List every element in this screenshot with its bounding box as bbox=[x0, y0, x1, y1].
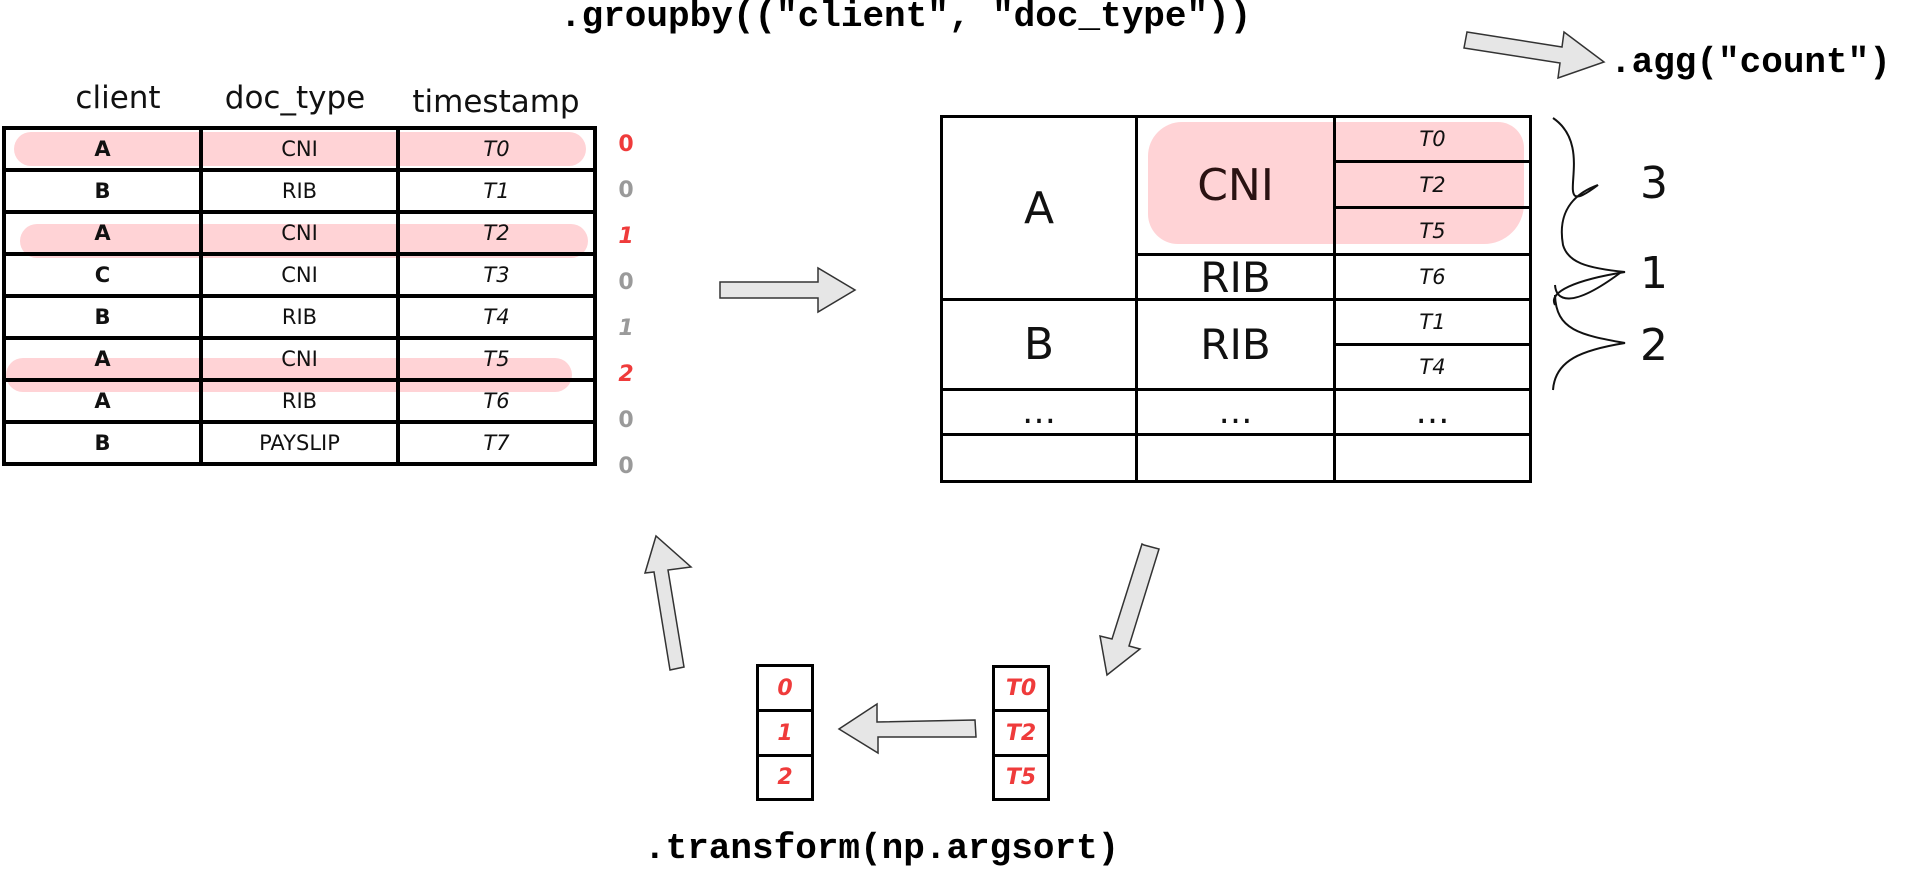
cell-timestamp: T1 bbox=[396, 168, 597, 214]
rank-value: 1 bbox=[618, 224, 634, 249]
timestamp-label: T0 bbox=[1005, 676, 1037, 701]
rank-value: 0 bbox=[618, 454, 634, 479]
group-label: A bbox=[1023, 182, 1055, 234]
cell-doc-type: CNI bbox=[199, 336, 400, 382]
agg-label: .agg("count") bbox=[1610, 42, 1891, 83]
rank-value: 1 bbox=[618, 316, 634, 341]
count-value: 1 bbox=[1640, 248, 1668, 299]
timestamp-label: T5 bbox=[1005, 765, 1037, 790]
arrow-right-icon bbox=[719, 266, 857, 314]
rank-value: 2 bbox=[618, 362, 634, 387]
timestamp-label: T0 bbox=[1419, 127, 1446, 151]
brace-count-1 bbox=[1554, 272, 1621, 300]
arrow-up-icon bbox=[643, 534, 693, 671]
ellipsis: … bbox=[1218, 392, 1253, 432]
rank-label: 0 bbox=[777, 675, 793, 701]
timestamp-label: T2 bbox=[1005, 720, 1037, 746]
cell-client: B bbox=[2, 420, 203, 466]
header-doc-type: doc_type bbox=[224, 80, 366, 116]
rank-label: 2 bbox=[777, 765, 793, 790]
count-value: 2 bbox=[1640, 320, 1668, 371]
cell-doc-type: PAYSLIP bbox=[199, 420, 400, 466]
group-label: CNI bbox=[1197, 160, 1274, 211]
group-label: RIB bbox=[1200, 320, 1271, 369]
cell-client: A bbox=[2, 378, 203, 424]
cell-timestamp: T6 bbox=[396, 378, 597, 424]
cell-doc-type: CNI bbox=[199, 210, 400, 256]
groupby-label: .groupby(("client", "doc_type")) bbox=[560, 0, 1252, 37]
empty-cell bbox=[1333, 433, 1532, 483]
timestamp-label: T5 bbox=[1419, 219, 1446, 243]
cell-client: A bbox=[2, 126, 203, 172]
header-timestamp: timestamp bbox=[412, 84, 580, 120]
timestamp-label: T1 bbox=[1419, 310, 1446, 334]
cell-client: A bbox=[2, 336, 203, 382]
cell-timestamp: T4 bbox=[396, 294, 597, 340]
rank-value: 0 bbox=[618, 132, 634, 157]
timestamp-label: T4 bbox=[1419, 355, 1446, 379]
cell-client: C bbox=[2, 252, 203, 298]
cell-doc-type: RIB bbox=[199, 378, 400, 424]
ellipsis: … bbox=[1022, 392, 1056, 432]
rank-value: 0 bbox=[618, 178, 634, 203]
arrow-right-icon bbox=[1463, 30, 1606, 80]
transform-label: .transform(np.argsort) bbox=[644, 828, 1120, 869]
selected-ts-cell: T5 bbox=[992, 754, 1050, 801]
argsort-cell: 2 bbox=[756, 754, 814, 801]
cell-timestamp: T5 bbox=[396, 336, 597, 382]
cell-client: B bbox=[2, 294, 203, 340]
cell-doc-type: RIB bbox=[199, 294, 400, 340]
rank-label: 1 bbox=[777, 720, 793, 746]
cell-doc-type: CNI bbox=[199, 126, 400, 172]
cell-timestamp: T0 bbox=[396, 126, 597, 172]
cell-doc-type: CNI bbox=[199, 252, 400, 298]
brace-count-3 bbox=[1552, 117, 1626, 306]
cell-timestamp: T3 bbox=[396, 252, 597, 298]
cell-client: B bbox=[2, 168, 203, 214]
group-label: B bbox=[1023, 319, 1055, 370]
header-client: client bbox=[75, 80, 161, 116]
highlight-group-a-cni bbox=[1148, 122, 1524, 244]
count-value: 3 bbox=[1640, 158, 1668, 209]
timestamp-label: T6 bbox=[1419, 265, 1446, 289]
arrow-down-left-icon bbox=[1099, 542, 1160, 677]
cell-timestamp: T7 bbox=[396, 420, 597, 466]
cell-client: A bbox=[2, 210, 203, 256]
rank-value: 0 bbox=[618, 408, 634, 433]
cell-timestamp: T2 bbox=[396, 210, 597, 256]
rank-value: 0 bbox=[618, 270, 634, 295]
arrow-left-icon bbox=[837, 702, 977, 755]
brace-count-2 bbox=[1552, 294, 1626, 391]
timestamp-label: T2 bbox=[1419, 172, 1446, 197]
cell-doc-type: RIB bbox=[199, 168, 400, 214]
ellipsis: … bbox=[1415, 392, 1450, 432]
group-label: RIB bbox=[1200, 252, 1271, 302]
